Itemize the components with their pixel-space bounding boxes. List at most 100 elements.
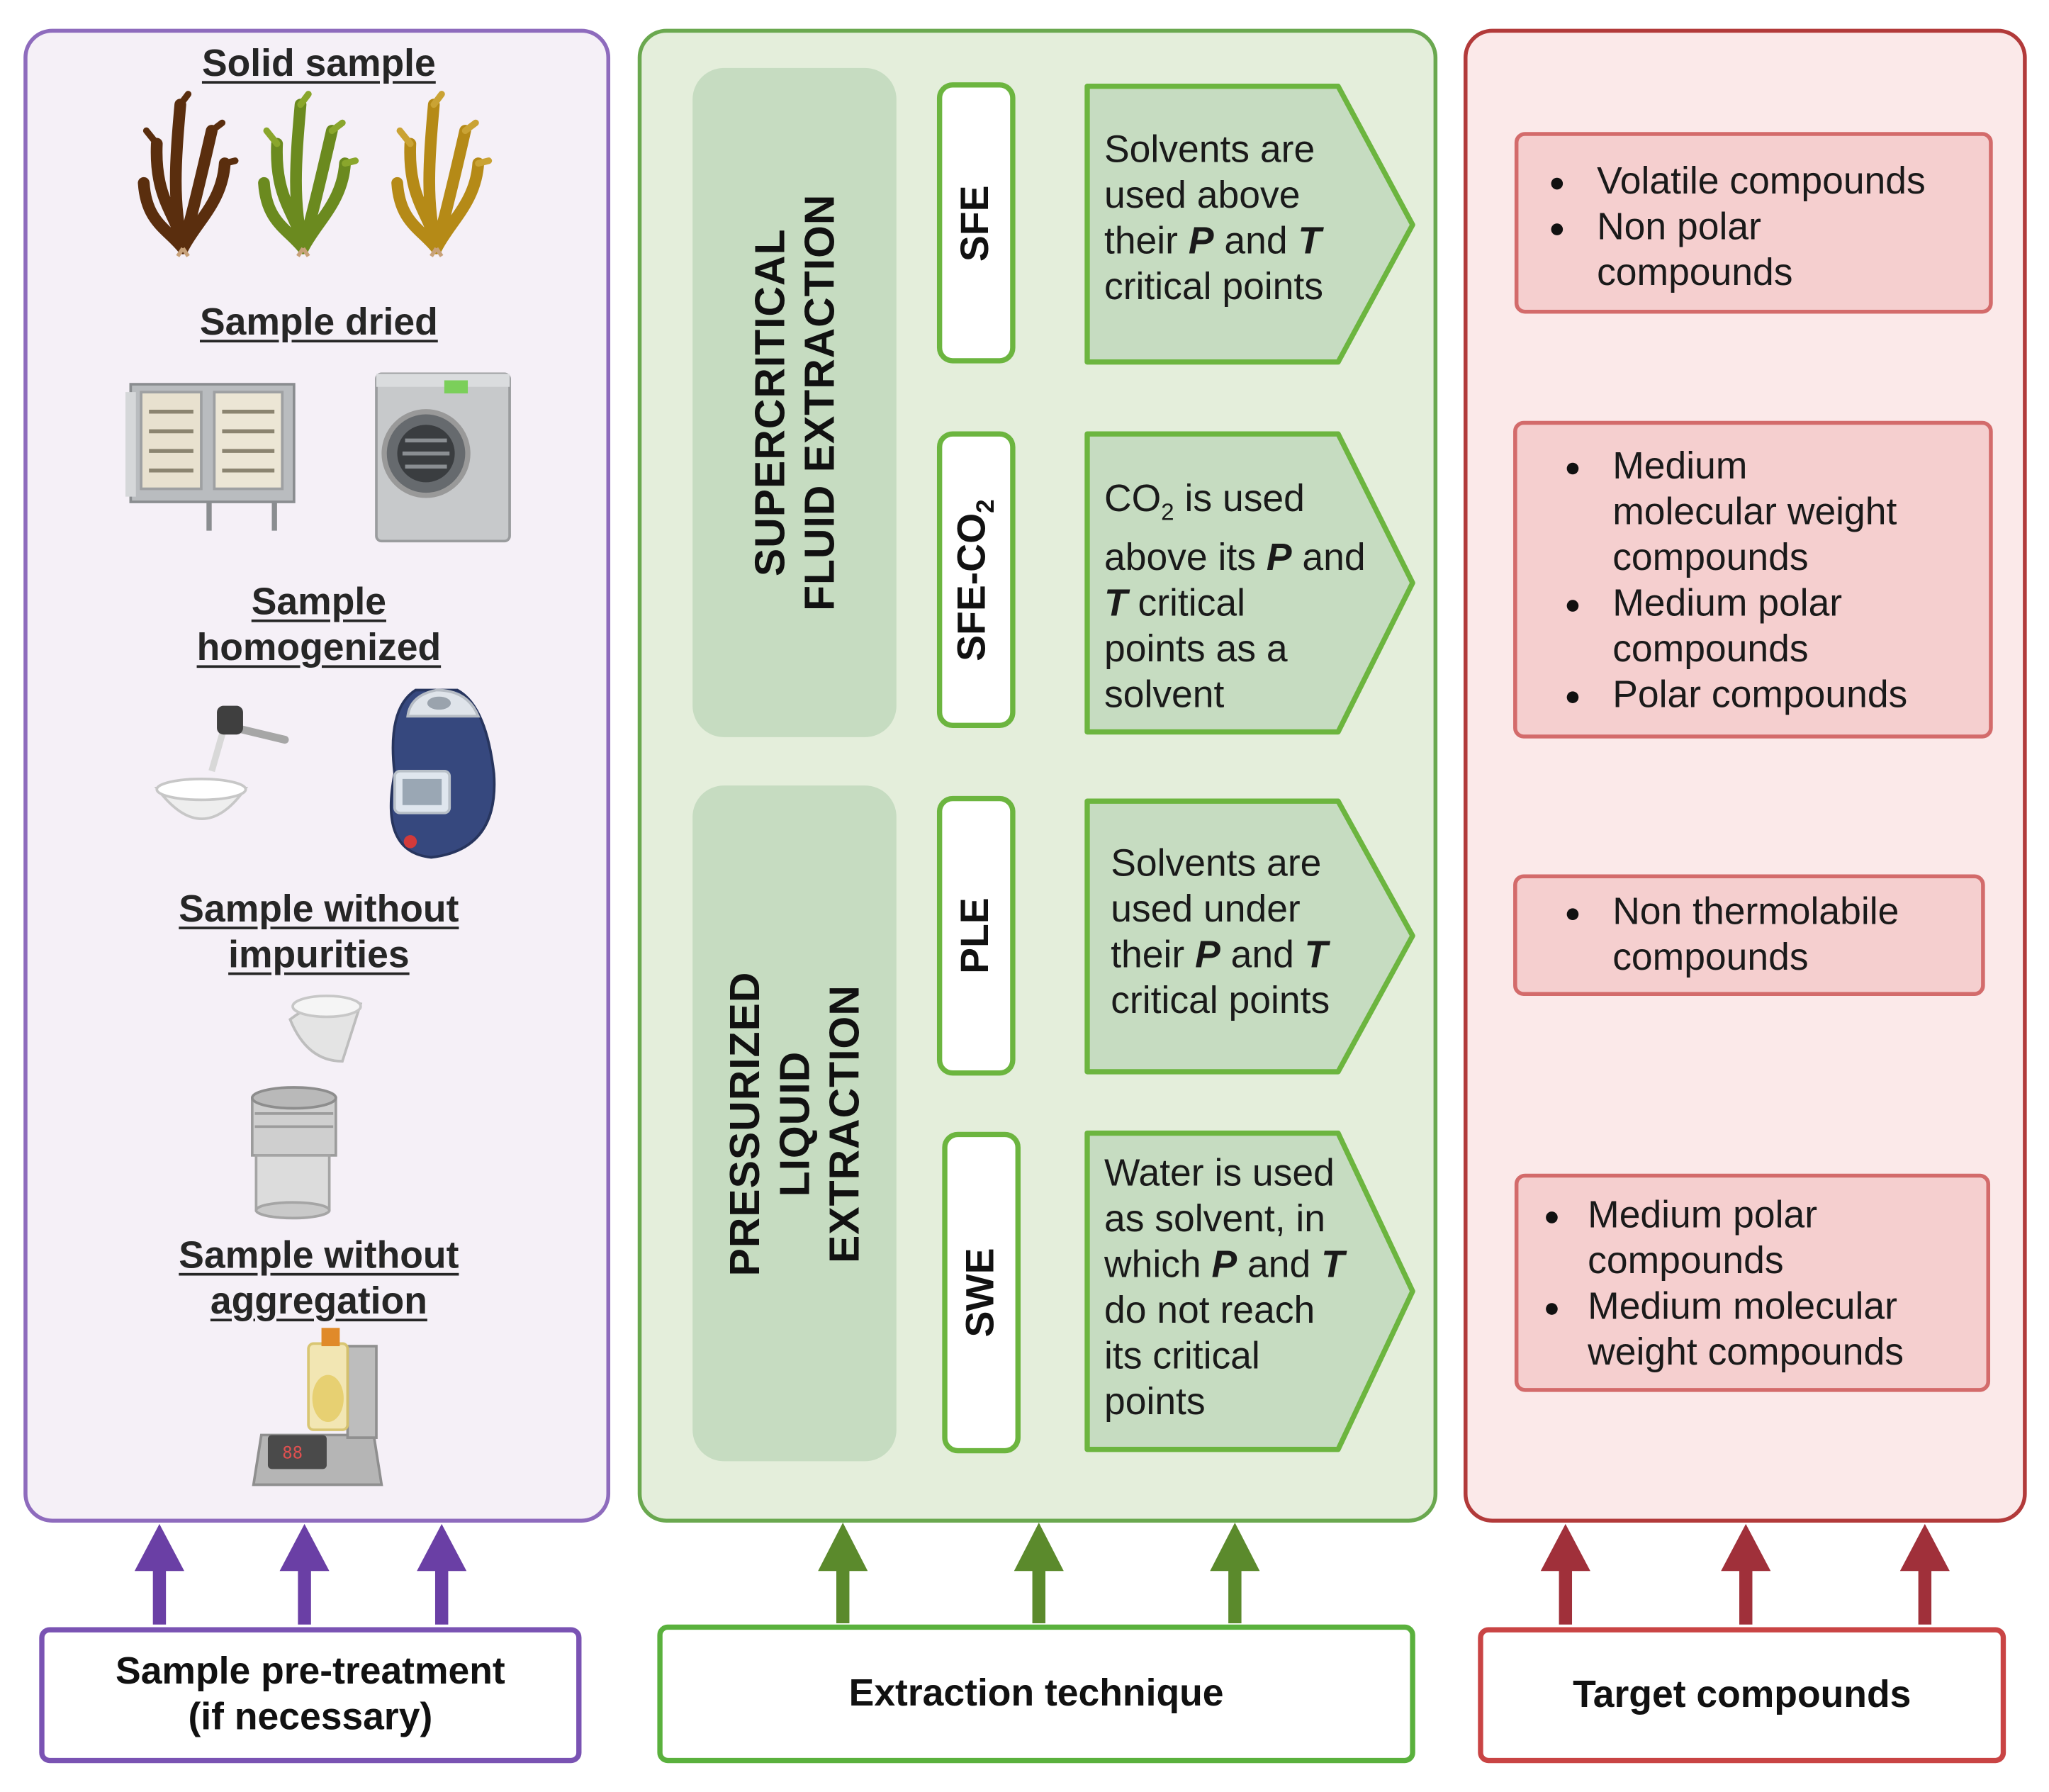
desc-line: Solvents are <box>1104 129 1315 172</box>
step-label-sample-dried: Sample dried <box>23 301 614 347</box>
target-line: compounds <box>1612 936 1809 979</box>
oven-icon <box>125 383 296 531</box>
seaweed-green-icon <box>258 91 359 257</box>
target-box-4: Medium polar compounds Medium molecular … <box>1514 1173 1991 1392</box>
target-line: weight compounds <box>1588 1331 1904 1374</box>
target-item: Medium molecular weight compounds <box>1518 1284 1986 1376</box>
target-item: Medium molecular weight compounds <box>1534 444 1989 582</box>
up-arrow-icon <box>134 1523 184 1625</box>
up-arrow-icon <box>818 1522 868 1623</box>
up-arrow-icon <box>1014 1522 1064 1623</box>
up-arrow-icon <box>279 1523 330 1625</box>
step-label-line: Sample <box>251 581 386 624</box>
step-label-sample-without-aggregation: Sample without aggregation <box>23 1234 614 1326</box>
method-abbr-swe: SWE <box>942 1131 1021 1454</box>
mortar-pestle-icon <box>154 705 289 820</box>
desc-line: solvent <box>1104 674 1225 717</box>
step-label-sample-homogenized: Sample homogenized <box>23 581 614 672</box>
desc-line: which P and T <box>1104 1244 1345 1287</box>
method-desc-swe: Water is used as solvent, in which P and… <box>1104 1151 1345 1426</box>
target-box-1: Volatile compounds Non polar compounds <box>1514 132 1993 314</box>
target-line: Medium polar <box>1588 1194 1818 1237</box>
footer-line: Target compounds <box>1573 1673 1912 1715</box>
freeze-dryer-icon <box>375 372 511 543</box>
desc-line: used under <box>1111 888 1301 931</box>
target-box-3: Non thermolabile compounds <box>1513 874 1985 996</box>
seaweed-yellow-icon <box>391 91 493 257</box>
target-line: Non thermolabile <box>1612 891 1899 934</box>
step-label-line: Sample without <box>179 1235 459 1277</box>
target-line: compounds <box>1612 628 1809 671</box>
target-line: molecular weight <box>1612 491 1897 534</box>
target-item: Non polar compounds <box>1518 205 1989 296</box>
desc-line: critical points <box>1111 980 1330 1022</box>
step-label-line: aggregation <box>210 1280 427 1323</box>
target-item: Medium polar compounds <box>1534 581 1989 673</box>
desc-line: their P and T <box>1111 934 1328 977</box>
target-line: Medium polar <box>1612 583 1843 625</box>
bullet-icon <box>1566 691 1579 703</box>
target-box-2: Medium molecular weight compounds Medium… <box>1513 420 1993 739</box>
bullet-icon <box>1566 462 1579 475</box>
target-line: compounds <box>1612 537 1809 579</box>
arrow-shape-ple <box>1084 798 1415 1075</box>
target-line: Medium <box>1612 445 1748 488</box>
bullet-icon <box>1551 223 1564 235</box>
bullet-icon <box>1546 1303 1558 1315</box>
step-label-line: impurities <box>228 934 410 977</box>
target-line: compounds <box>1597 252 1793 294</box>
bullet-icon <box>1546 1211 1558 1223</box>
arrow-shape-sfe <box>1084 84 1415 365</box>
bullet-icon <box>1566 600 1579 612</box>
desc-line: Water is used <box>1104 1153 1335 1195</box>
arrow-shape-swe <box>1084 1130 1415 1452</box>
desc-line: used above <box>1104 175 1301 218</box>
step-label-solid-sample: Solid sample <box>23 42 614 88</box>
footer-line: Sample pre-treatment <box>116 1650 505 1693</box>
target-line: compounds <box>1588 1240 1784 1282</box>
target-line: Polar compounds <box>1612 674 1908 717</box>
desc-line: its critical <box>1104 1335 1260 1378</box>
step-label-line: Sample dried <box>199 301 438 344</box>
target-label-box: Target compounds <box>1478 1627 2006 1764</box>
vortex-mixer-icon: 88 <box>252 1328 383 1486</box>
pretreatment-panel <box>23 28 611 1523</box>
target-item: Volatile compounds <box>1518 159 1989 206</box>
up-arrow-icon <box>1540 1523 1590 1625</box>
footer-line: (if necessary) <box>188 1696 433 1739</box>
target-line: Medium molecular <box>1588 1286 1897 1328</box>
target-item: Medium polar compounds <box>1518 1193 1986 1284</box>
blender-icon <box>389 688 496 859</box>
desc-line: as solvent, in <box>1104 1198 1326 1241</box>
method-desc-ple: Solvents are used under their P and T cr… <box>1111 841 1330 1024</box>
step-label-line: Sample without <box>179 888 459 931</box>
desc-line: points <box>1104 1381 1206 1423</box>
target-item: Non thermolabile compounds <box>1534 890 1982 982</box>
svg-text:88: 88 <box>282 1443 303 1463</box>
up-arrow-icon <box>1899 1523 1950 1625</box>
target-line: Volatile compounds <box>1597 160 1926 203</box>
desc-line: their P and T <box>1104 220 1322 263</box>
method-abbr-sfe: SFE <box>936 82 1016 364</box>
bullet-icon <box>1566 908 1579 920</box>
desc-line: Solvents are <box>1111 843 1322 885</box>
desc-line: T critical <box>1104 582 1246 625</box>
desc-line: points as a <box>1104 628 1288 671</box>
method-desc-sfe: Solvents are used above their P and T cr… <box>1104 128 1323 311</box>
up-arrow-icon <box>1210 1522 1260 1623</box>
step-label-line: Solid sample <box>201 43 436 85</box>
sieve-icon <box>251 995 363 1220</box>
step-label-sample-without-impurities: Sample without impurities <box>23 887 614 979</box>
footer-line: Extraction technique <box>848 1672 1224 1715</box>
desc-line: critical points <box>1104 267 1324 309</box>
method-desc-sfe-co2: CO2 is used above its P and T critical p… <box>1104 477 1366 719</box>
up-arrow-icon <box>1721 1523 1771 1625</box>
supercritical-group: SUPERCRITICAL FLUID EXTRACTION <box>692 67 897 737</box>
pressurized-group: PRESSURIZED LIQUID EXTRACTION <box>692 785 897 1462</box>
step-label-line: homogenized <box>196 627 442 669</box>
desc-line: do not reach <box>1104 1289 1315 1332</box>
